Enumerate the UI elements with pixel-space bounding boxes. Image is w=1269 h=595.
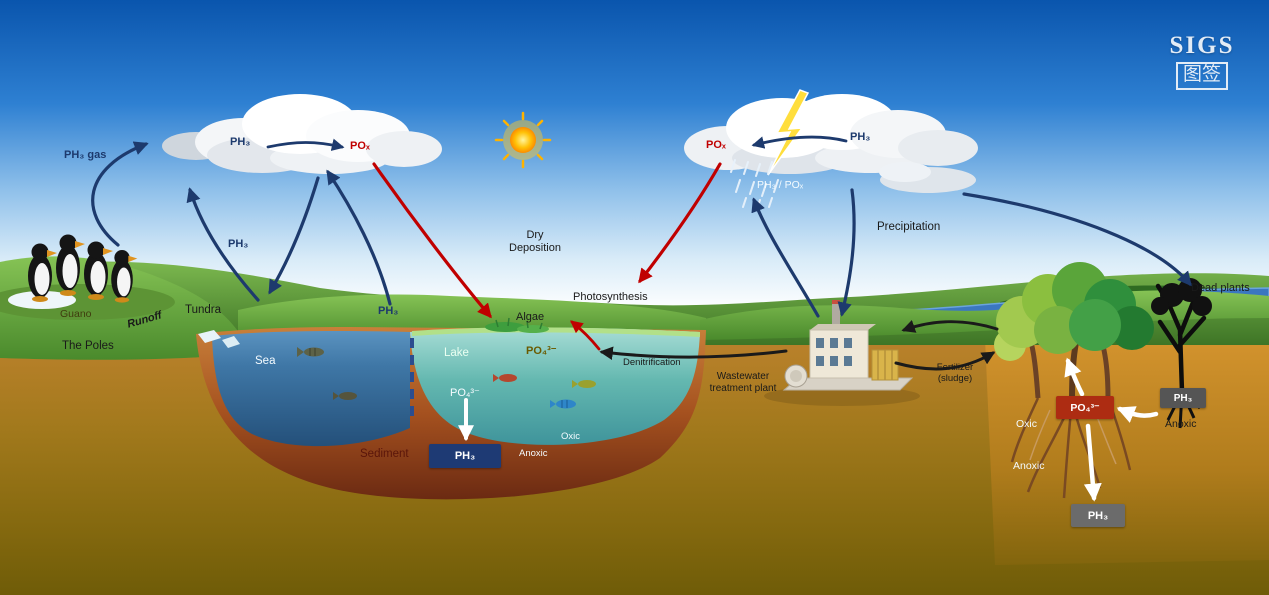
lightning-icon	[767, 89, 810, 176]
arrow-cloud-deposition-left	[268, 176, 320, 295]
label-ph3-lake: PH₃	[378, 305, 399, 317]
label-dead-plants: Dead plants	[1191, 282, 1250, 294]
arrows	[91, 135, 1192, 502]
label-right-cloud-pox: POₓ	[706, 139, 726, 151]
sediment-ph3-text: PH₃	[454, 450, 476, 462]
arrow-fertilizer-sludge	[894, 351, 996, 371]
arrow-plant-emission	[751, 197, 820, 318]
label-wastewater-line2: treatment plant	[709, 383, 777, 394]
arrow-rain-to-plant	[837, 188, 856, 317]
arrow-plants-to-plant	[901, 320, 999, 333]
label-fertilizer: Fertilizer (sludge)	[922, 362, 988, 385]
label-fertilizer-line2: (sludge)	[937, 373, 973, 385]
label-ph3-mid: PH₃	[228, 238, 249, 250]
arrow-ph3-gas-emission	[91, 141, 149, 247]
penguins-illustration	[28, 234, 138, 303]
fish-sea-1	[297, 347, 324, 357]
label-wastewater-plant: Wastewater treatment plant	[697, 371, 789, 395]
dead-ph3-box: PH₃	[1160, 388, 1206, 408]
fish-sea-2	[333, 392, 357, 400]
arrow-left-cloud-oxidation	[266, 138, 345, 151]
label-algae: Algae	[516, 311, 545, 323]
arrow-tundra-emission	[186, 187, 260, 302]
fish-lake-red	[493, 374, 517, 382]
label-po4-deep: PO₄³⁻	[450, 387, 480, 399]
arrow-deadplants-to-po4	[1116, 406, 1159, 423]
label-fertilizer-line1: Fertilizer	[936, 362, 974, 373]
soil-right	[985, 328, 1269, 565]
ice-chunks	[198, 330, 240, 348]
label-lake: Lake	[444, 347, 469, 359]
label-photosynthesis: Photosynthesis	[573, 291, 648, 303]
arrow-photosynthesis-uptake	[570, 320, 601, 351]
label-left-cloud-ph3: PH₃	[230, 136, 251, 148]
arrow-pox-deposition-right	[638, 162, 722, 284]
label-anoxic-soil-left: Anoxic	[1013, 460, 1045, 472]
arrow-po4-to-deep-ph3	[1083, 423, 1102, 502]
arrow-precipitation-to-deadplants	[962, 192, 1192, 287]
arrow-dry-deposition	[372, 162, 492, 319]
logo-subtitle: 图签	[1175, 62, 1228, 90]
label-denitrification: Denitrification	[623, 357, 681, 368]
label-sea: Sea	[255, 355, 276, 367]
label-dry-deposition: Dry Deposition	[500, 229, 570, 255]
arrow-right-cloud-oxidation	[751, 135, 848, 149]
label-dry-deposition-line1: Dry	[526, 229, 544, 241]
label-sediment: Sediment	[360, 448, 409, 460]
label-the-poles: The Poles	[62, 340, 114, 352]
dead-ph3-text: PH₃	[1173, 392, 1193, 404]
label-anoxic-soil-right: Anoxic	[1165, 418, 1197, 430]
dead-tree-illustration	[1151, 278, 1212, 429]
algae-illustration	[485, 317, 549, 333]
label-anoxic-lake: Anoxic	[519, 448, 548, 459]
label-wastewater-line1: Wastewater	[716, 371, 770, 382]
label-po4-surface: PO₄³⁻	[526, 345, 557, 357]
label-guano: Guano	[60, 308, 92, 320]
label-rain-ph3-pox: PH₃ / POₓ	[757, 179, 804, 191]
logo-title: SIGS	[1169, 32, 1235, 59]
deep-ph3-text: PH₃	[1087, 509, 1109, 522]
label-tundra: Tundra	[185, 304, 222, 316]
fish-lake-blue	[550, 399, 576, 409]
label-right-cloud-ph3: PH₃	[850, 131, 871, 143]
arrow-po4-to-roots	[1064, 357, 1085, 397]
sigs-logo: SIGS 图签	[1165, 32, 1239, 90]
label-oxic-lake: Oxic	[561, 431, 580, 442]
lake-water	[410, 327, 700, 445]
fish-lake-yellow	[572, 380, 596, 388]
trees-illustration	[994, 262, 1154, 401]
soil-po4-text: PO₄³⁻	[1070, 401, 1100, 414]
label-left-cloud-pox: POₓ	[350, 140, 370, 152]
lake-shore-strip	[412, 327, 700, 337]
treatment-plant-illustration	[764, 300, 920, 406]
arrow-lake-emission	[326, 169, 392, 306]
sediment-ph3-box: PH₃	[429, 444, 501, 468]
deep-ph3-box: PH₃	[1071, 504, 1125, 527]
soil-po4-box: PO₄³⁻	[1056, 396, 1114, 419]
cloud-left	[162, 94, 442, 174]
cloud-small-right	[879, 162, 976, 193]
label-dry-deposition-line2: Deposition	[509, 242, 561, 255]
label-oxic-soil: Oxic	[1016, 418, 1037, 430]
arrow-denitrification	[599, 346, 788, 360]
label-precipitation: Precipitation	[877, 221, 941, 233]
label-ph3-gas: PH₃ gas	[64, 149, 107, 161]
sun-icon	[494, 111, 552, 169]
sea-water	[212, 331, 410, 447]
